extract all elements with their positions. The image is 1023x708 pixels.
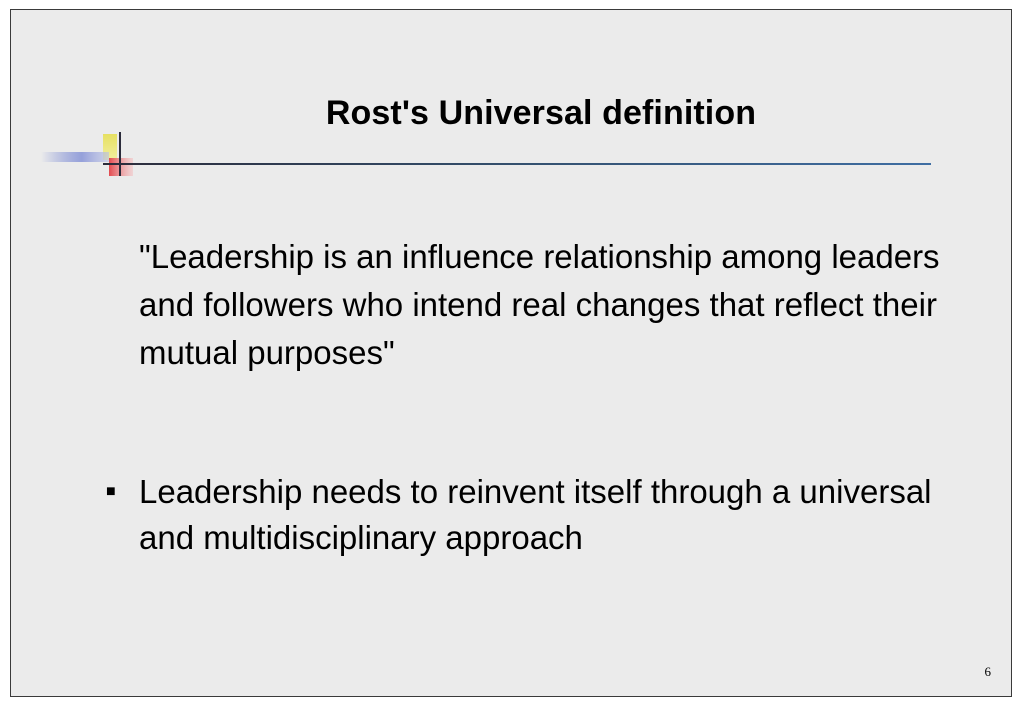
list-item: ■ Leadership needs to reinvent itself th… [106, 469, 966, 561]
title-decoration-icon [41, 132, 133, 176]
slide-title: Rost's Universal definition [325, 94, 757, 132]
bullet-square-icon: ■ [106, 483, 116, 500]
blue-bar [41, 152, 109, 162]
bullet-text: Leadership needs to reinvent itself thro… [139, 473, 932, 556]
bullet-list: ■ Leadership needs to reinvent itself th… [106, 469, 966, 561]
definition-quote: "Leadership is an influence relationship… [139, 238, 940, 371]
title-underline [103, 163, 931, 165]
vertical-tick [119, 132, 121, 176]
slide: Rost's Universal definition "Leadership … [10, 9, 1012, 697]
page-number: 6 [984, 664, 992, 679]
